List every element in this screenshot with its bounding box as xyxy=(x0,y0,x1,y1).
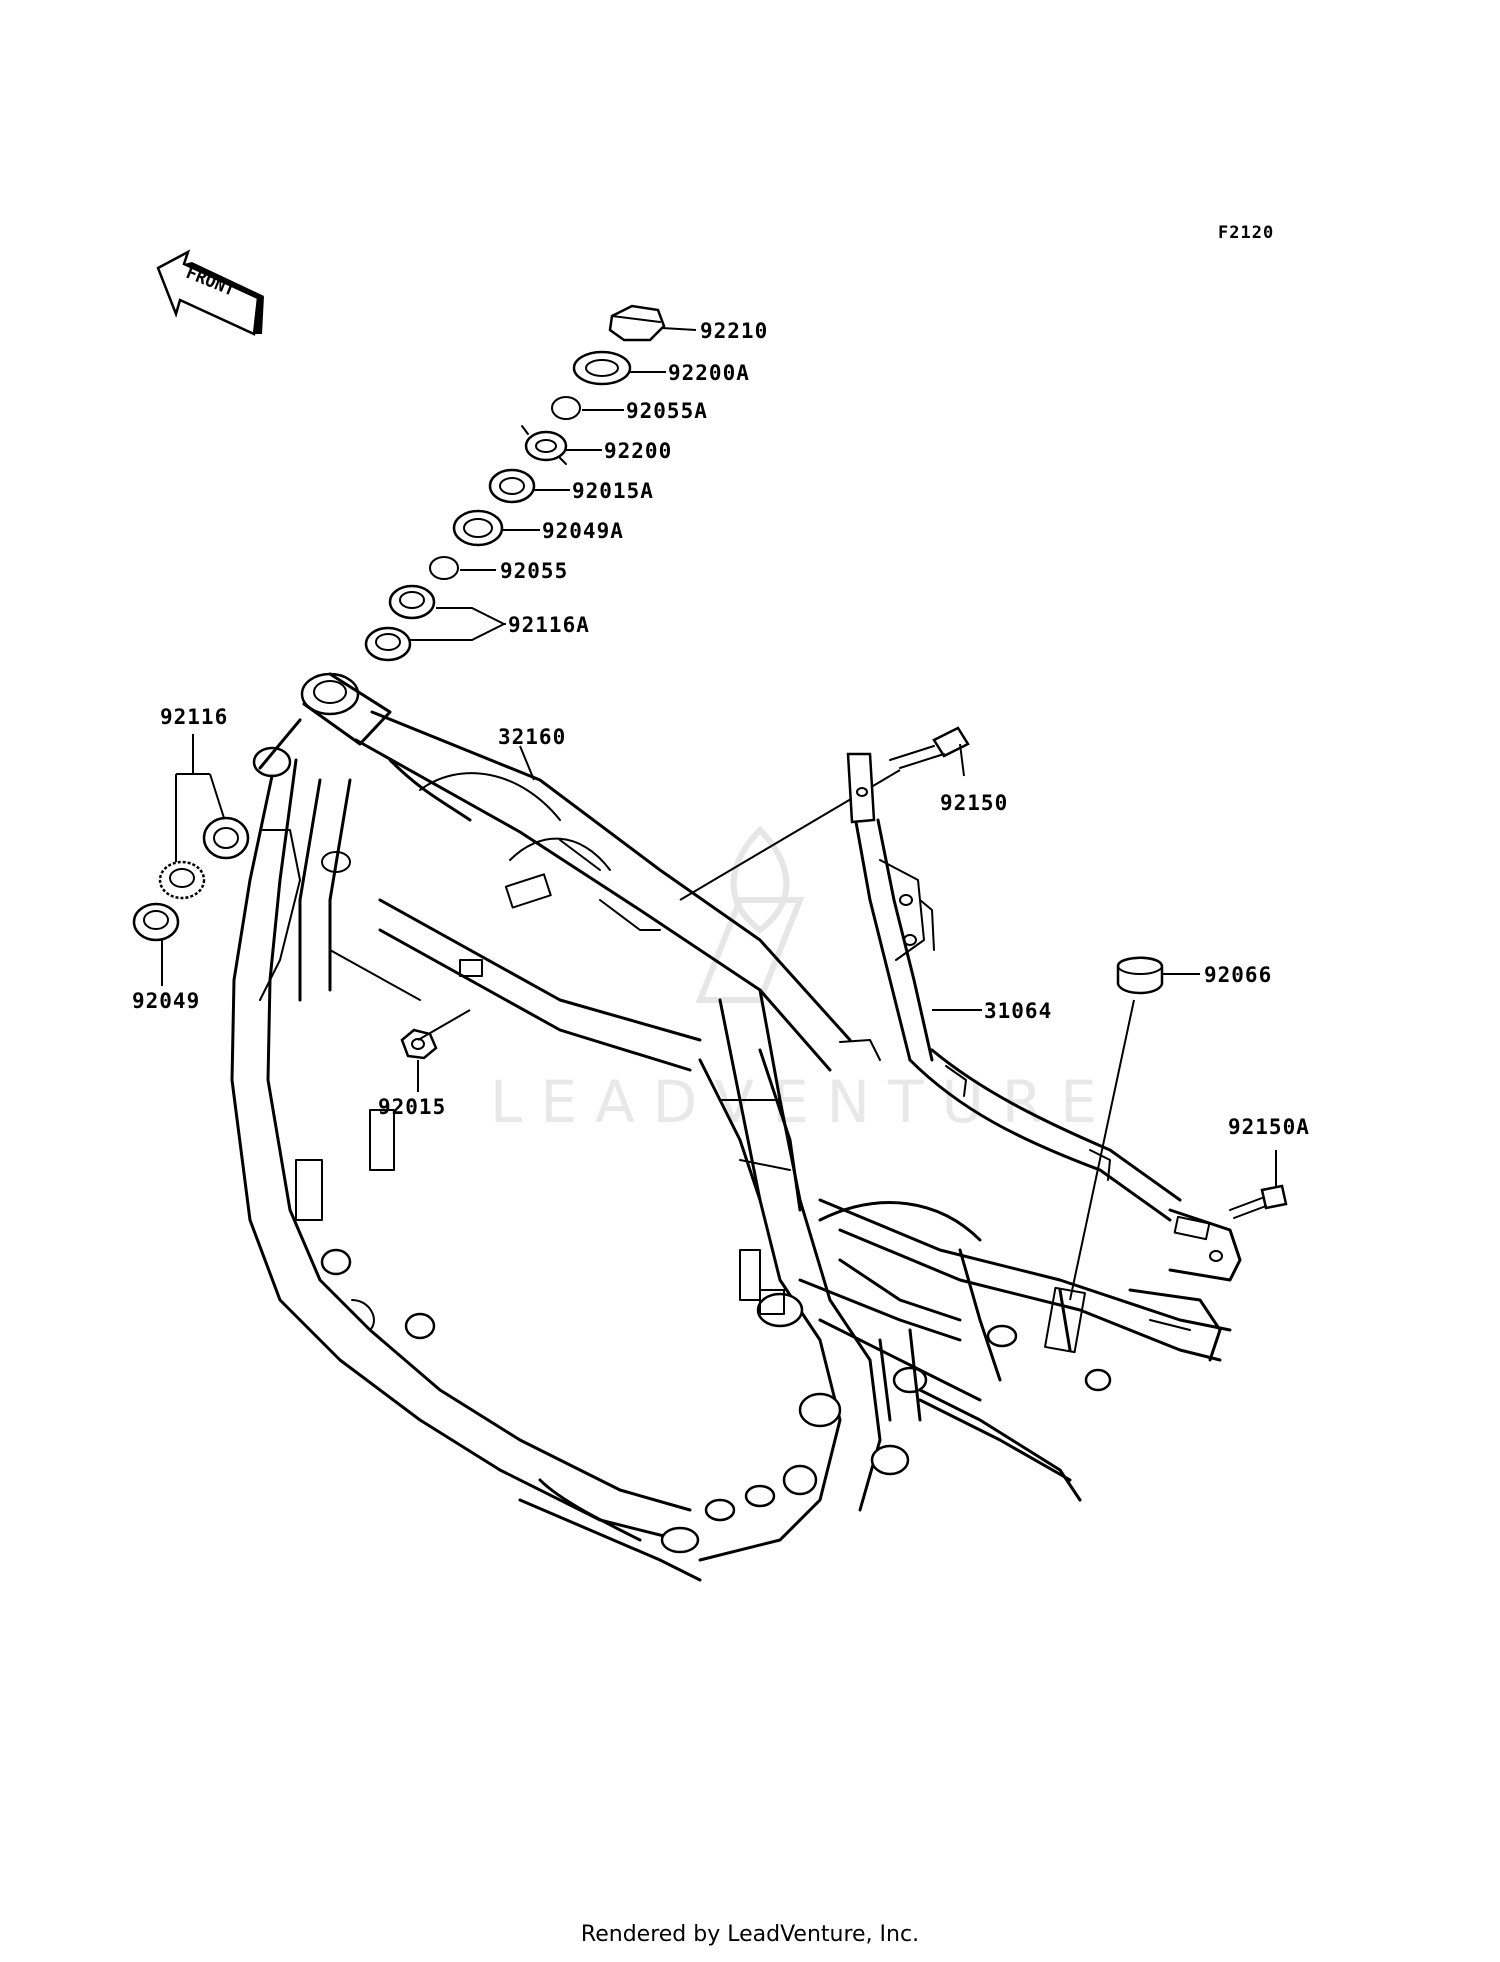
footer-credit: Rendered by LeadVenture, Inc. xyxy=(580,1922,920,1947)
label-92116a: 92116A xyxy=(508,613,590,637)
part-92015-nut[interactable]: 92015 xyxy=(378,1009,471,1119)
part-92055-oring[interactable]: 92055 xyxy=(429,556,568,583)
part-92015a-nut[interactable]: 92015A xyxy=(488,468,654,504)
label-92116: 92116 xyxy=(160,705,228,729)
label-92015: 92015 xyxy=(378,1095,446,1119)
label-92055: 92055 xyxy=(500,559,568,583)
main-frame-32160[interactable]: 32160 xyxy=(230,672,1232,1582)
watermark-text: LEADVENTURE xyxy=(490,1068,1115,1136)
front-arrow-icon: FRONT xyxy=(156,249,264,336)
label-92150: 92150 xyxy=(940,791,1008,815)
label-92200: 92200 xyxy=(604,439,672,463)
part-92150a-bolt[interactable]: 92150A xyxy=(1228,1115,1310,1219)
label-92055a: 92055A xyxy=(626,399,708,423)
part-92049-seal[interactable]: 92049 xyxy=(132,902,200,1013)
label-92049: 92049 xyxy=(132,989,200,1013)
sub-frame-31064[interactable]: 31064 xyxy=(839,752,1242,1282)
label-92210: 92210 xyxy=(700,319,768,343)
label-92066: 92066 xyxy=(1204,963,1272,987)
part-92150-bolt[interactable]: 92150 xyxy=(679,726,1008,901)
part-92055a-oring[interactable]: 92055A xyxy=(551,396,708,423)
label-92200a: 92200A xyxy=(668,361,750,385)
part-92200-lockwasher[interactable]: 92200 xyxy=(521,425,672,465)
label-92049a: 92049A xyxy=(542,519,624,543)
label-32160: 32160 xyxy=(498,725,566,749)
watermark: LEADVENTURE xyxy=(490,825,1115,1136)
part-92116a-bearings[interactable]: 92116A xyxy=(364,584,590,662)
part-92200a-washer[interactable]: 92200A xyxy=(572,350,750,386)
part-92066-cap[interactable]: 92066 xyxy=(1069,956,1272,1301)
part-92116-bearings[interactable]: 92116 xyxy=(158,705,250,900)
label-92015a: 92015A xyxy=(572,479,654,503)
label-92150a: 92150A xyxy=(1228,1115,1310,1139)
ref-code: F2120 xyxy=(1218,223,1274,243)
part-92049a-seal[interactable]: 92049A xyxy=(452,509,624,547)
label-31064: 31064 xyxy=(984,999,1052,1023)
part-92210-nut[interactable]: 92210 xyxy=(608,304,768,343)
